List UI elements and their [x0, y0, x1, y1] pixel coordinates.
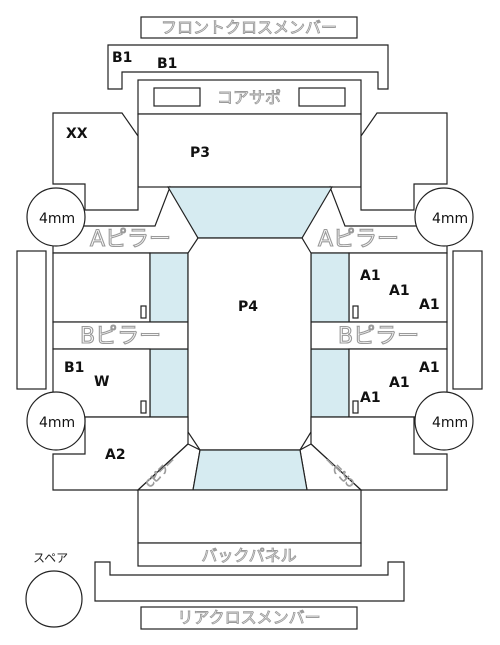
front-right-tire-depth: 4mm: [432, 211, 468, 227]
right-headlight[interactable]: [298, 87, 346, 107]
rear-right-fender[interactable]: [310, 416, 448, 491]
mark-right-rear-door-3: A1: [360, 390, 381, 406]
back-panel-label: バックパネル: [201, 546, 296, 565]
back-panel[interactable]: [137, 542, 362, 567]
rear-left-tire-depth: 4mm: [39, 415, 75, 431]
rear-right-tire[interactable]: [414, 391, 474, 451]
front-cross-member-label: フロントクロスメンバー: [161, 18, 337, 37]
mark-hood: P3: [190, 145, 210, 161]
front-left-door-handle: [140, 305, 147, 319]
left-front-glass[interactable]: [149, 252, 189, 323]
mark-left-rear-door-1: B1: [64, 360, 84, 376]
front-left-fender[interactable]: [52, 112, 139, 211]
mark-left-rear-door-2: W: [94, 374, 109, 390]
mark-right-front-door-2: A1: [389, 283, 410, 299]
right-rear-glass[interactable]: [310, 348, 350, 418]
front-left-tire[interactable]: [26, 187, 86, 247]
roof-panel[interactable]: [187, 237, 312, 451]
front-right-tire[interactable]: [414, 187, 474, 247]
mark-bumper-center: B1: [157, 56, 177, 72]
left-headlight[interactable]: [153, 87, 201, 107]
rear-window[interactable]: [192, 449, 308, 491]
rear-left-door-handle: [140, 400, 147, 414]
mark-right-front-door-3: A1: [419, 297, 440, 313]
mark-front-left-fender: XX: [66, 126, 88, 142]
rear-right-door-handle: [352, 400, 359, 414]
right-front-glass[interactable]: [310, 252, 350, 323]
right-side-step[interactable]: [452, 250, 483, 390]
mark-bumper-left: B1: [112, 50, 132, 66]
mark-right-rear-door-1: A1: [419, 360, 440, 376]
left-rear-glass[interactable]: [149, 348, 189, 418]
left-a-pillar-label: Aピラー: [90, 227, 171, 252]
rear-left-tire[interactable]: [26, 391, 86, 451]
trunk-lid[interactable]: [137, 489, 362, 544]
rear-cross-member-label: リアクロスメンバー: [177, 608, 320, 627]
left-b-pillar[interactable]: [52, 321, 189, 350]
spare-tire[interactable]: [25, 570, 83, 628]
core-support-label: コアサポ: [217, 88, 281, 107]
left-b-pillar-label: Bピラー: [80, 324, 161, 349]
front-right-door-handle: [352, 305, 359, 319]
hood-panel[interactable]: [137, 113, 362, 188]
rear-right-tire-depth: 4mm: [432, 415, 468, 431]
left-side-step[interactable]: [16, 250, 47, 390]
mark-right-rear-door-2: A1: [389, 375, 410, 391]
front-left-tire-depth: 4mm: [39, 211, 75, 227]
right-b-pillar-label: Bピラー: [338, 324, 419, 349]
rear-bumper-panel[interactable]: [94, 561, 405, 602]
mark-roof: P4: [238, 299, 258, 315]
front-right-fender[interactable]: [360, 112, 448, 211]
front-cross-member-panel[interactable]: [140, 16, 358, 39]
front-left-door[interactable]: [52, 252, 151, 323]
mark-left-rear-fender: A2: [105, 447, 126, 463]
mark-right-front-door-1: A1: [360, 268, 381, 284]
spare-tire-label: スペア: [33, 551, 68, 565]
rear-left-fender[interactable]: [52, 416, 189, 491]
rear-cross-member-panel[interactable]: [140, 606, 358, 630]
front-bumper-panel[interactable]: [107, 44, 389, 90]
right-a-pillar-label: Aピラー: [318, 227, 399, 252]
